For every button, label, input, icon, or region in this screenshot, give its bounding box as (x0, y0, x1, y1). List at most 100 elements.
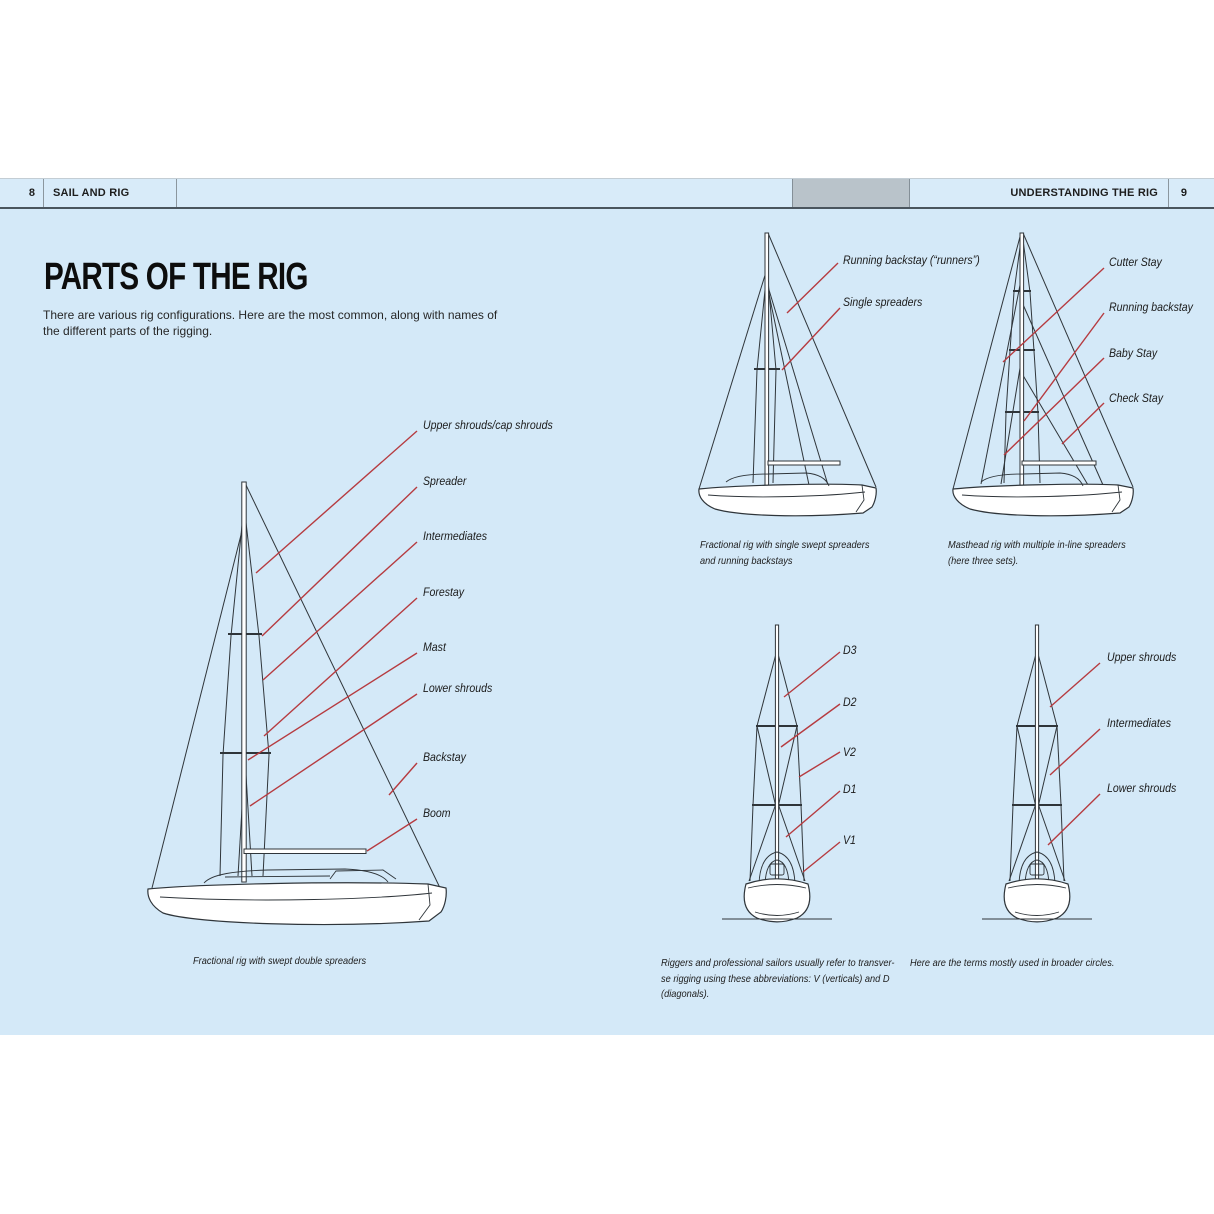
transom-step (1111, 484, 1121, 513)
d1-line (748, 804, 776, 882)
cutter-stay-line (980, 279, 1022, 485)
lower-shroud-line (1009, 804, 1014, 882)
page-title: PARTS OF THE RIG (44, 256, 308, 298)
boom (1021, 460, 1097, 466)
rig-label: Running backstay (“runners”) (843, 253, 980, 267)
caption-line: Masthead rig with multiple in-line sprea… (948, 539, 1126, 551)
leader-line (247, 652, 418, 761)
upper-shroud-line (1036, 649, 1058, 727)
leader-line (781, 307, 841, 371)
rig-label: V2 (843, 745, 856, 759)
d2-line (756, 725, 776, 806)
forestay-line (151, 526, 244, 889)
intermediate-line (1056, 725, 1062, 806)
leader-line (388, 762, 418, 796)
lower-shroud-line (1008, 804, 1036, 882)
coachroof (725, 472, 830, 487)
rig-label: Upper shrouds/cap shrouds (423, 418, 553, 432)
intermediate-line (1016, 725, 1036, 806)
mast (1019, 232, 1025, 487)
header-band: 8 SAIL AND RIG UNDERSTANDING THE RIG 9 (0, 178, 1214, 209)
leader-line (255, 430, 418, 574)
d1-line (778, 804, 806, 882)
diagram-caption: Riggers and professional sailors usually… (661, 956, 895, 1003)
leader-line (1047, 793, 1101, 846)
leader-line (1049, 662, 1101, 708)
rig-label: Forestay (423, 585, 465, 599)
backstay-line (767, 232, 877, 488)
rig-label: Check Stay (1109, 391, 1163, 405)
hull (147, 882, 447, 926)
caption-line: and running backstays (700, 554, 793, 567)
d3-line (776, 649, 798, 727)
caption-line: (diagonals). (661, 988, 710, 1000)
leader-line (786, 262, 839, 314)
intermediate-line (1038, 725, 1058, 806)
rig-label: Spreader (423, 474, 467, 488)
bow-pulpit-inner (1024, 859, 1050, 885)
forestay-line (952, 232, 1022, 490)
lower-shroud-line (1060, 804, 1065, 882)
diagram-caption: Fractional rig with single swept spreade… (700, 538, 869, 569)
hull-front (743, 878, 811, 923)
rig-label: Running backstay (1109, 300, 1193, 314)
caption-line: (here three sets). (948, 554, 1019, 567)
rig-label: D2 (843, 695, 857, 709)
leader-line (263, 597, 418, 737)
bow-pulpit (758, 851, 796, 885)
leader-line (261, 486, 418, 637)
shroud-line (243, 504, 270, 877)
rig-label: Lower shrouds (1107, 781, 1177, 795)
broader-terms-mast (982, 624, 1101, 923)
mast (774, 624, 780, 885)
hull-bottom-arc (1014, 911, 1060, 916)
deck-arc (1007, 884, 1067, 889)
mast (1034, 624, 1040, 885)
rig-label: Cutter Stay (1109, 255, 1162, 269)
leader-line (802, 841, 841, 873)
rig-label: Single spreaders (843, 295, 923, 309)
header-divider (43, 179, 44, 207)
rig-label: Backstay (423, 750, 466, 764)
rig-label: Boom (423, 806, 451, 820)
fractional-single-sailboat (698, 232, 877, 517)
rig-label: Baby Stay (1109, 346, 1158, 360)
transom-step (855, 484, 865, 513)
leader-line (1002, 267, 1105, 363)
boom (767, 460, 841, 466)
coachroof (203, 868, 389, 884)
bow-pulpit (1018, 851, 1056, 885)
rig-label: Intermediates (1107, 716, 1171, 730)
cabin-window-line (224, 875, 331, 878)
check-stay-line (1020, 371, 1089, 486)
d3-line (756, 649, 778, 727)
coachroof (980, 472, 1084, 487)
header-divider (1168, 179, 1169, 207)
running-backstay-line (765, 279, 829, 486)
right-page-number: 9 (1180, 187, 1188, 199)
rig-label: Intermediates (423, 529, 487, 543)
shroud-line (1022, 239, 1041, 484)
v1-line (749, 804, 754, 882)
leader-line (366, 818, 418, 852)
sheer-line (961, 491, 1123, 498)
caption-line: Riggers and professional sailors usually… (661, 957, 895, 969)
rig-label: D3 (843, 643, 857, 657)
backstay-line (1022, 232, 1134, 488)
mast (241, 481, 247, 883)
boom (243, 848, 367, 854)
leader-line (1049, 728, 1101, 776)
leader-line (785, 790, 841, 838)
v2-line (752, 725, 758, 806)
bow-pulpit-inner (764, 859, 790, 885)
shroud-line (219, 504, 245, 877)
shroud-line (752, 279, 767, 484)
right-section-title: UNDERSTANDING THE RIG (1010, 187, 1158, 199)
header-divider (176, 179, 177, 207)
cockpit-coaming (329, 869, 397, 880)
transom-step (418, 883, 431, 921)
transverse-rigging-mast (722, 624, 841, 923)
left-page-number: 8 (28, 187, 36, 199)
hull-bottom-arc (754, 911, 800, 916)
caption-line: Fractional rig with single swept spreade… (700, 539, 870, 551)
